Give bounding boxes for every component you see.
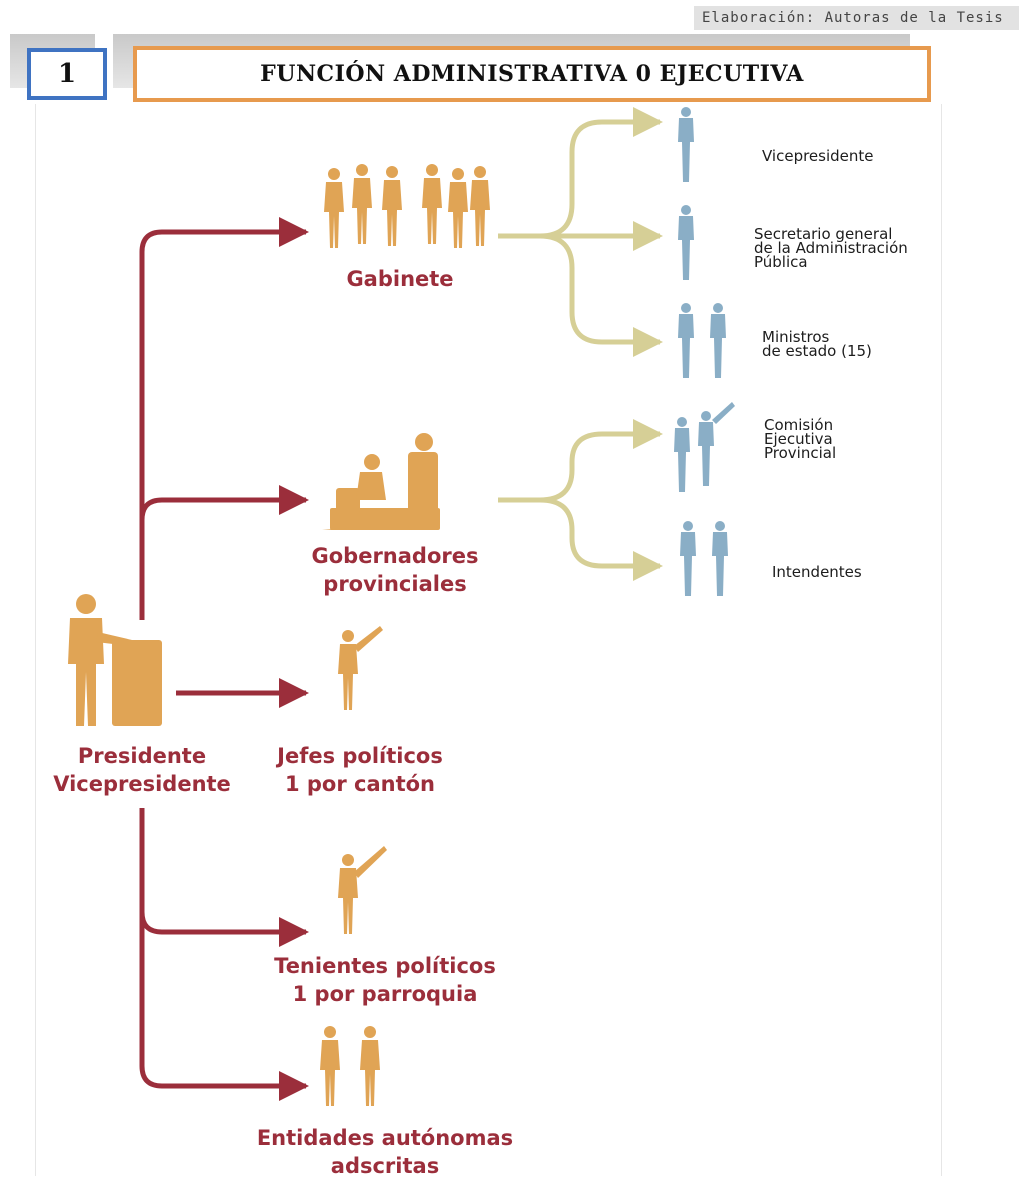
credit-note: Elaboración: Autoras de la Tesis (694, 6, 1019, 30)
connector-tenientes (139, 808, 309, 947)
gobernadores-icon (322, 433, 440, 530)
diagram-panel (35, 104, 942, 1176)
president-icon (68, 594, 162, 726)
intendentes-text: Intendentes (772, 563, 862, 581)
entidades-label-line1: Entidades autónomas (256, 1126, 514, 1150)
section-title: FUNCIÓN ADMINISTRATIVA 0 EJECUTIVA (133, 46, 931, 102)
comision-text: Comisión Ejecutiva Provincial (764, 416, 837, 462)
node-tenientes: Tenientes políticos 1 por parroquia (250, 952, 520, 1008)
comision-icon (674, 402, 735, 492)
node-gabinete: Gabinete (300, 265, 500, 293)
node-gobernadores: Gobernadores provinciales (270, 542, 520, 598)
comision-line2: Ejecutiva (764, 430, 833, 448)
connector-gobernadores (139, 485, 309, 560)
vicepresidente-text: Vicepresidente (762, 147, 874, 165)
connector-gabinete (139, 217, 309, 620)
gobernadores-label-line2: provinciales (323, 572, 467, 596)
jefes-label-line1: Jefes políticos (277, 744, 443, 768)
ministros-line1: Ministros (762, 328, 830, 346)
jefes-icon (338, 626, 383, 710)
section-number: 1 (27, 48, 107, 100)
ministros-line2: de estado (15) (762, 342, 872, 360)
gobernadores-label-line1: Gobernadores (311, 544, 479, 568)
tenientes-label-line1: Tenientes políticos (274, 954, 496, 978)
tenientes-label-line2: 1 por parroquia (292, 982, 478, 1006)
gabinete-icon (324, 164, 490, 248)
intendentes-icon (680, 521, 728, 596)
president-label-line2: Vicepresidente (53, 772, 231, 796)
secretario-line3: Pública (754, 253, 808, 271)
secretario-icon (678, 205, 694, 280)
gabinete-label: Gabinete (346, 267, 454, 291)
entidades-label-line2: adscritas (330, 1154, 440, 1178)
ministros-icon (678, 303, 726, 378)
node-jefes: Jefes políticos 1 por cantón (250, 742, 470, 798)
entidades-icon (320, 1026, 380, 1106)
main-connectors (139, 217, 309, 1101)
node-entidades: Entidades autónomas adscritas (240, 1124, 530, 1180)
gobernadores-branches (498, 419, 663, 581)
gabinete-branches (498, 107, 663, 357)
vicepresidente-icon (678, 107, 694, 182)
comision-line3: Provincial (764, 444, 837, 462)
secretario-line2: de la Administración (754, 239, 908, 257)
node-president: Presidente Vicepresidente (20, 742, 264, 798)
ministros-text: Ministros de estado (15) (762, 328, 872, 360)
secretario-text: Secretario general de la Administración … (754, 225, 908, 271)
secretario-line1: Secretario general (754, 225, 893, 243)
jefes-label-line2: 1 por cantón (284, 772, 436, 796)
president-label-line1: Presidente (77, 744, 207, 768)
tenientes-icon (338, 846, 387, 934)
connector-entidades (139, 900, 309, 1101)
comision-line1: Comisión (764, 416, 834, 434)
